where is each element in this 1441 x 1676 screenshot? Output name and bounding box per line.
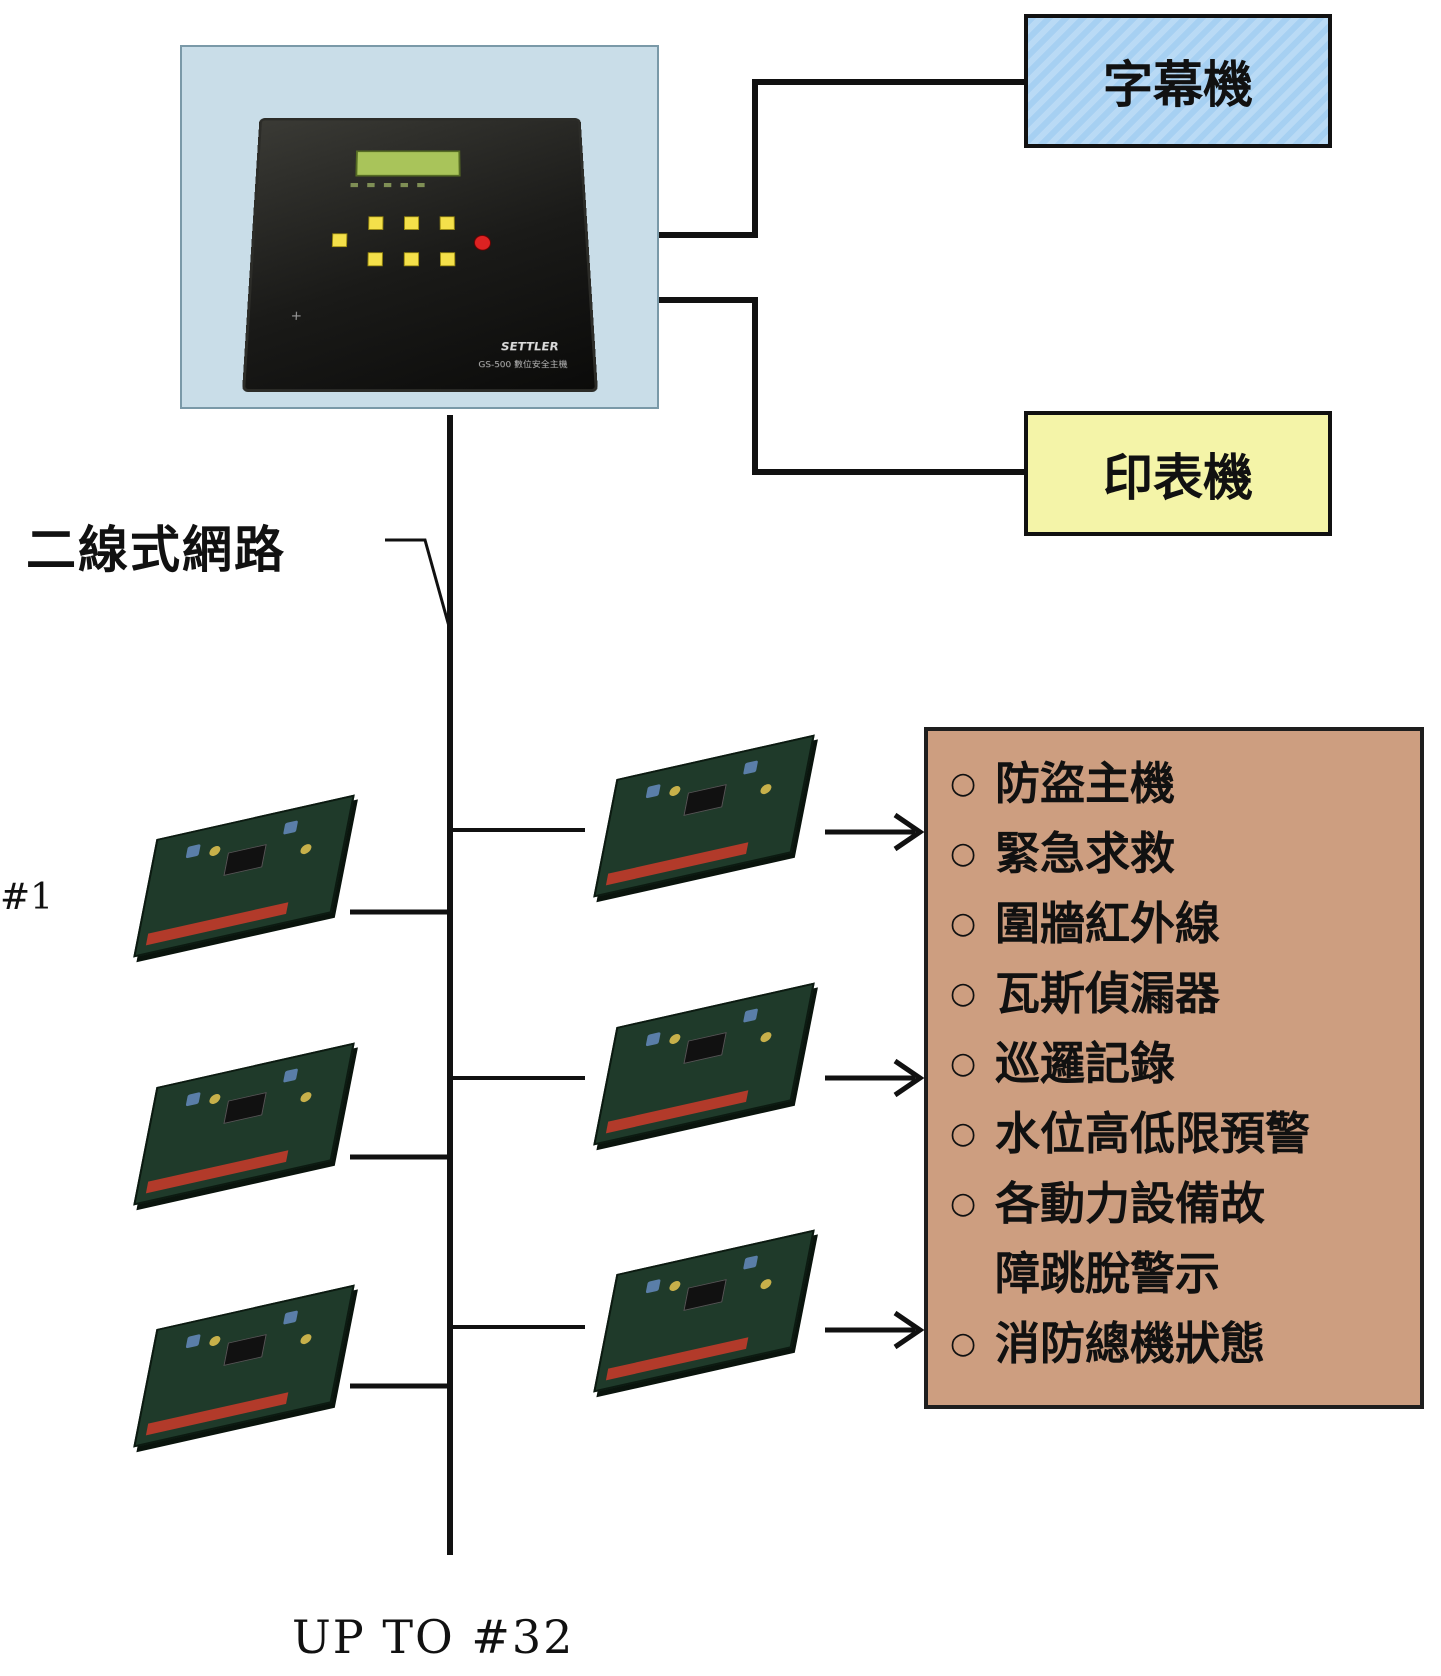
node-last-label: UP TO #32 (292, 1610, 575, 1664)
bullet-icon: ○ (950, 1116, 977, 1151)
controller-led-row (350, 183, 425, 188)
controller-key (403, 216, 420, 230)
subtitle-machine-box: 字幕機 (1024, 14, 1332, 148)
bullet-icon: ○ (950, 976, 977, 1011)
controller-key (439, 216, 455, 230)
wire-to-subtitle-machine (655, 79, 1024, 238)
bullet-icon: ○ (950, 1326, 977, 1361)
network-label: 二線式網路 (26, 521, 286, 579)
controller-key (439, 252, 456, 267)
list-item: ○消防總機狀態 (950, 1309, 1410, 1379)
list-item: ○防盜主機 (950, 749, 1410, 819)
list-item: ○巡邏記錄 (950, 1029, 1410, 1099)
controller-device: + SETTLER GS-500 數位安全主機 (242, 118, 598, 392)
controller-brand: SETTLER (500, 340, 560, 354)
network-label-leader (385, 538, 452, 631)
bullet-icon: ○ (950, 836, 977, 871)
list-item: ○水位高低限預警 (950, 1099, 1410, 1169)
arrow-to-panel-1 (825, 812, 925, 852)
controller-red-key (473, 235, 492, 251)
bullet-icon: ○ (950, 1186, 977, 1221)
function-list: ○防盜主機 ○緊急求救 ○圍牆紅外線 ○瓦斯偵漏器 ○巡邏記錄 ○水位高低限預警… (950, 749, 1410, 1379)
list-item: ○圍牆紅外線 (950, 889, 1410, 959)
function-list-panel: ○防盜主機 ○緊急求救 ○圍牆紅外線 ○瓦斯偵漏器 ○巡邏記錄 ○水位高低限預警… (924, 727, 1424, 1409)
controller-key (331, 233, 348, 248)
list-item: ○各動力設備故 (950, 1169, 1410, 1239)
printer-label: 印表機 (1103, 448, 1253, 507)
bullet-icon: ○ (950, 766, 977, 801)
subtitle-machine-label: 字幕機 (1103, 56, 1253, 114)
bullet-icon: ○ (950, 1046, 977, 1081)
list-item: ○瓦斯偵漏器 (950, 959, 1410, 1029)
controller-key (368, 216, 384, 230)
screw-icon: + (290, 308, 303, 324)
arrow-to-panel-3 (825, 1310, 925, 1350)
controller-key (403, 252, 420, 267)
list-item: ○緊急求救 (950, 819, 1410, 889)
controller-model: GS-500 數位安全主機 (478, 360, 568, 371)
bullet-icon: ○ (950, 906, 977, 941)
node-first-label: #1 (0, 877, 54, 918)
list-item-continuation: 障跳脫警示 (995, 1247, 1221, 1300)
arrow-to-panel-2 (825, 1058, 925, 1098)
printer-box: 印表機 (1024, 411, 1332, 536)
controller-key (367, 252, 383, 267)
wire-to-printer (655, 297, 1024, 475)
controller-lcd (355, 150, 461, 177)
